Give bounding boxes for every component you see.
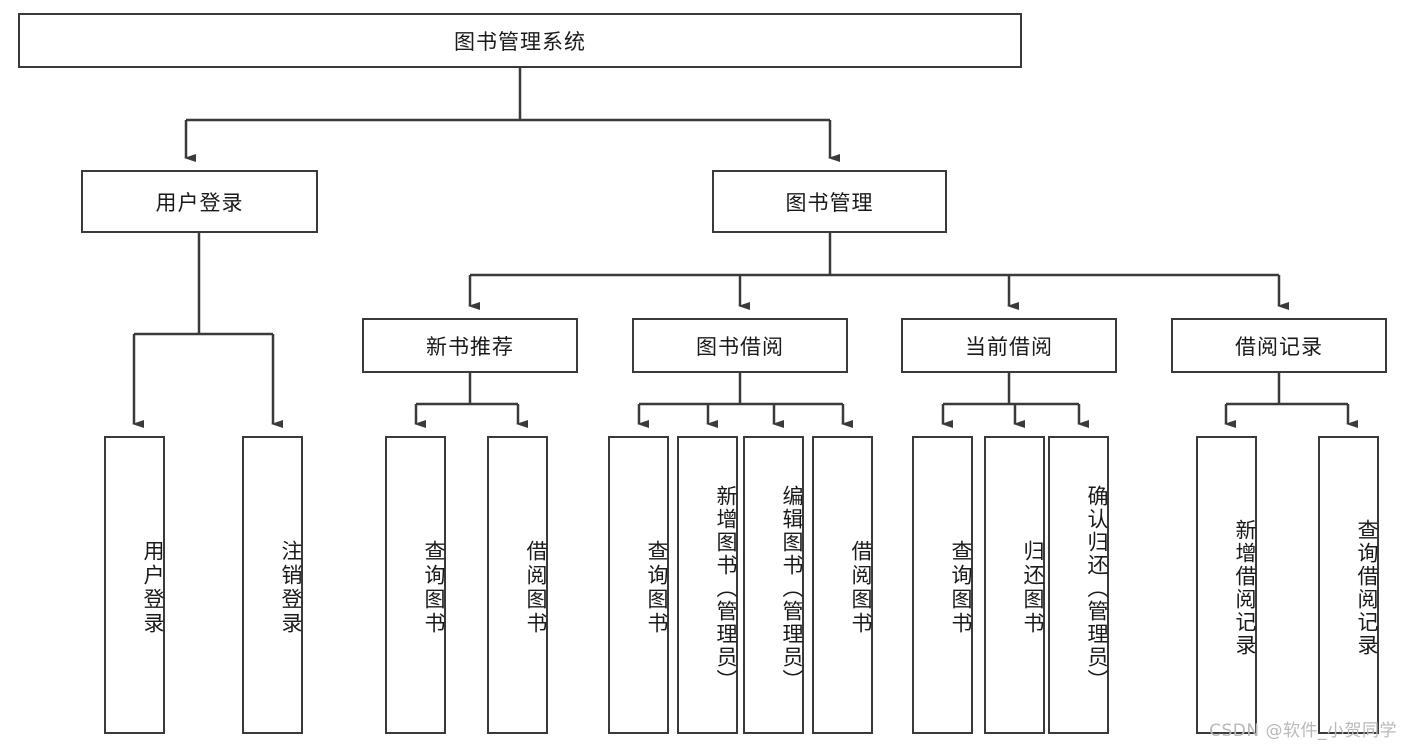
- node-current-borrow[interactable]: 当前借阅: [901, 318, 1117, 373]
- leaf-borrow-record-add-record[interactable]: 新增借阅记录: [1196, 436, 1257, 734]
- node-book-management[interactable]: 图书管理: [712, 170, 947, 233]
- leaf-book-borrow-edit-book-admin[interactable]: 编辑图书（管理员）: [743, 436, 804, 734]
- leaf-current-borrow-confirm-return-admin[interactable]: 确认归还（管理员）: [1048, 436, 1109, 734]
- leaf-book-borrow-add-book-admin[interactable]: 新增图书（管理员）: [677, 436, 738, 734]
- leaf-book-borrow-query-book[interactable]: 查询图书: [608, 436, 669, 734]
- node-book-borrow[interactable]: 图书借阅: [632, 318, 848, 373]
- leaf-user-login-logout[interactable]: 注销登录: [242, 436, 303, 734]
- leaf-user-login-login[interactable]: 用户登录: [104, 436, 165, 734]
- node-new-book-recommend[interactable]: 新书推荐: [362, 318, 578, 373]
- node-root-system[interactable]: 图书管理系统: [18, 13, 1022, 68]
- leaf-new-book-borrow-book[interactable]: 借阅图书: [487, 436, 548, 734]
- leaf-current-borrow-return-book[interactable]: 归还图书: [984, 436, 1045, 734]
- node-borrow-record[interactable]: 借阅记录: [1171, 318, 1387, 373]
- leaf-new-book-query-book[interactable]: 查询图书: [385, 436, 446, 734]
- leaf-borrow-record-query-record[interactable]: 查询借阅记录: [1318, 436, 1379, 734]
- node-user-login[interactable]: 用户登录: [81, 170, 318, 233]
- leaf-book-borrow-borrow-book[interactable]: 借阅图书: [812, 436, 873, 734]
- csdn-watermark: CSDN @软件_小贺同学: [1209, 721, 1397, 741]
- leaf-current-borrow-query-book[interactable]: 查询图书: [912, 436, 973, 734]
